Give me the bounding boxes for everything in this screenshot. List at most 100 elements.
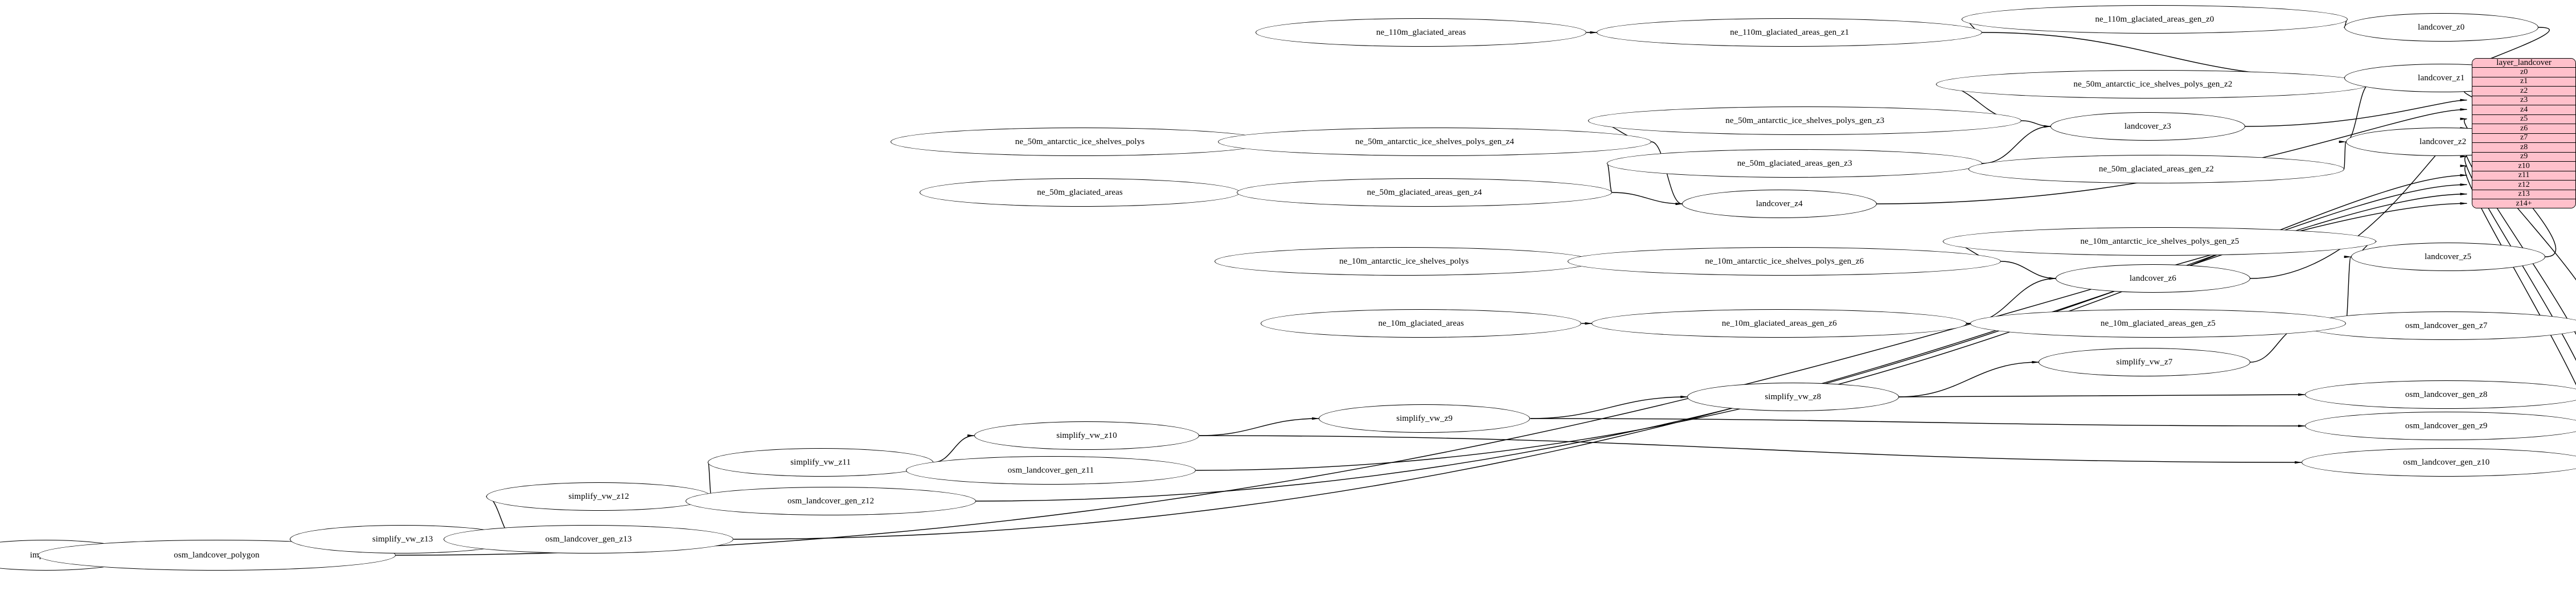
record-row-z12[interactable]: z12 — [2472, 181, 2575, 190]
node-label: ne_50m_glaciated_areas_gen_z2 — [2098, 164, 2214, 174]
node-simplify-vw-z12[interactable]: simplify_vw_z12 — [486, 482, 712, 511]
node-ne-10m-antarctic-ice-shelves-polys-gen-z5[interactable]: ne_10m_antarctic_ice_shelves_polys_gen_z… — [1943, 227, 2377, 256]
node-ne-10m-antarctic-ice-shelves-polys[interactable]: ne_10m_antarctic_ice_shelves_polys — [1215, 247, 1594, 276]
edge-ne_50m_antarctic_ice_shelves_polys_gen_z3-to-landcover_z3 — [2021, 121, 2053, 129]
edge-landcover_z3-to-layer_landcover.z3 — [2245, 97, 2469, 126]
record-row-z8[interactable]: z8 — [2472, 143, 2575, 153]
record-row-z2[interactable]: z2 — [2472, 87, 2575, 96]
node-simplify-vw-z8[interactable]: simplify_vw_z8 — [1687, 383, 1899, 411]
node-label: simplify_vw_z9 — [1396, 413, 1453, 423]
node-label: landcover_z0 — [2418, 22, 2465, 32]
node-ne-10m-antarctic-ice-shelves-polys-gen-z6[interactable]: ne_10m_antarctic_ice_shelves_polys_gen_z… — [1568, 247, 2001, 276]
node-label: simplify_vw_z8 — [1765, 392, 1822, 401]
node-landcover-z4[interactable]: landcover_z4 — [1682, 190, 1877, 218]
node-osm-landcover-gen-z12[interactable]: osm_landcover_gen_z12 — [686, 487, 976, 515]
node-label: landcover_z3 — [2124, 121, 2171, 131]
record-row-z13[interactable]: z13 — [2472, 190, 2575, 199]
edge-simplify_vw_z8-to-osm_landcover_gen_z8 — [1899, 392, 2307, 397]
node-label: osm_landcover_gen_z9 — [2405, 421, 2488, 430]
record-header: layer_landcover — [2472, 59, 2575, 68]
node-ne-10m-glaciated-areas[interactable]: ne_10m_glaciated_areas — [1261, 309, 1582, 338]
node-landcover-z0[interactable]: landcover_z0 — [2344, 13, 2539, 42]
record-row-z14plus[interactable]: z14+ — [2472, 199, 2575, 208]
node-label: landcover_z1 — [2418, 73, 2465, 83]
node-simplify-vw-z11[interactable]: simplify_vw_z11 — [708, 448, 933, 477]
node-ne-110m-glaciated-areas-gen-z1[interactable]: ne_110m_glaciated_areas_gen_z1 — [1597, 18, 1983, 47]
node-ne-50m-antarctic-ice-shelves-polys-gen-z2[interactable]: ne_50m_antarctic_ice_shelves_polys_gen_z… — [1936, 70, 2370, 99]
edge-ne_10m_glaciated_areas_gen_z5-to-landcover_z5 — [2335, 254, 2353, 323]
node-label: ne_50m_glaciated_areas_gen_z4 — [1367, 187, 1482, 197]
node-label: ne_10m_antarctic_ice_shelves_polys_gen_z… — [2080, 236, 2239, 246]
node-label: simplify_vw_z7 — [2116, 357, 2173, 367]
node-simplify-vw-z9[interactable]: simplify_vw_z9 — [1318, 404, 1531, 433]
node-landcover-z5[interactable]: landcover_z5 — [2351, 243, 2546, 271]
node-label: ne_50m_antarctic_ice_shelves_polys_gen_z… — [2073, 79, 2233, 89]
node-ne-50m-glaciated-areas-gen-z3[interactable]: ne_50m_glaciated_areas_gen_z3 — [1607, 149, 1983, 178]
node-landcover-z6[interactable]: landcover_z6 — [2056, 264, 2250, 293]
node-ne-50m-glaciated-areas-gen-z4[interactable]: ne_50m_glaciated_areas_gen_z4 — [1237, 178, 1613, 207]
node-ne-50m-antarctic-ice-shelves-polys-gen-z4[interactable]: ne_50m_antarctic_ice_shelves_polys_gen_z… — [1218, 128, 1652, 156]
node-label: ne_10m_glaciated_areas_gen_z6 — [1721, 318, 1837, 328]
edge-simplify_vw_z10-to-simplify_vw_z9 — [1199, 416, 1320, 436]
node-label: ne_110m_glaciated_areas_gen_z1 — [1730, 27, 1849, 37]
node-label: landcover_z5 — [2425, 252, 2472, 261]
edge-simplify_vw_z9-to-osm_landcover_gen_z9 — [1530, 419, 2307, 429]
node-ne-110m-glaciated-areas[interactable]: ne_110m_glaciated_areas — [1256, 18, 1587, 47]
node-label: simplify_vw_z13 — [372, 534, 433, 544]
node-simplify-vw-z7[interactable]: simplify_vw_z7 — [2038, 348, 2250, 376]
record-row-z7[interactable]: z7 — [2472, 133, 2575, 143]
node-label: ne_50m_antarctic_ice_shelves_polys_gen_z… — [1725, 116, 1885, 125]
node-label: osm_landcover_polygon — [174, 550, 260, 560]
node-osm-landcover-gen-z9[interactable]: osm_landcover_gen_z9 — [2304, 412, 2576, 440]
node-label: simplify_vw_z10 — [1056, 430, 1117, 440]
edge-simplify_vw_z8-to-simplify_vw_z7 — [1899, 359, 2041, 397]
node-label: ne_50m_antarctic_ice_shelves_polys_gen_z… — [1355, 137, 1515, 146]
node-ne-10m-glaciated-areas-gen-z5[interactable]: ne_10m_glaciated_areas_gen_z5 — [1970, 309, 2346, 338]
node-label: ne_10m_antarctic_ice_shelves_polys_gen_z… — [1705, 256, 1864, 266]
node-label: ne_50m_antarctic_ice_shelves_polys — [1015, 137, 1145, 146]
node-label: simplify_vw_z11 — [790, 457, 851, 467]
record-row-z6[interactable]: z6 — [2472, 124, 2575, 134]
record-row-z5[interactable]: z5 — [2472, 114, 2575, 124]
node-label: osm_landcover_gen_z8 — [2405, 389, 2488, 399]
node-label: osm_landcover_gen_z7 — [2405, 321, 2488, 330]
record-row-z10[interactable]: z10 — [2472, 162, 2575, 171]
record-row-z0[interactable]: z0 — [2472, 68, 2575, 77]
record-row-z4[interactable]: z4 — [2472, 105, 2575, 115]
node-osm-landcover-gen-z8[interactable]: osm_landcover_gen_z8 — [2304, 380, 2576, 409]
node-ne-110m-glaciated-areas-gen-z0[interactable]: ne_110m_glaciated_areas_gen_z0 — [1962, 5, 2348, 34]
edge-simplify_vw_z9-to-simplify_vw_z8 — [1530, 394, 1689, 419]
node-label: ne_10m_glaciated_areas — [1378, 318, 1464, 328]
node-simplify-vw-z10[interactable]: simplify_vw_z10 — [974, 421, 1200, 450]
node-osm-landcover-gen-z13[interactable]: osm_landcover_gen_z13 — [443, 525, 734, 553]
node-label: landcover_z4 — [1755, 199, 1803, 208]
node-label: ne_10m_glaciated_areas_gen_z5 — [2100, 318, 2216, 328]
node-landcover-z3[interactable]: landcover_z3 — [2050, 112, 2245, 141]
edge-ne_10m_antarctic_ice_shelves_polys_gen_z6-to-landcover_z6 — [2001, 261, 2058, 281]
node-label: simplify_vw_z12 — [568, 491, 629, 501]
edge-ne_50m_glaciated_areas_gen_z4-to-ne_50m_glaciated_areas_gen_z3 — [1605, 161, 1623, 192]
node-osm-landcover-gen-z11[interactable]: osm_landcover_gen_z11 — [905, 456, 1196, 485]
node-osm-landcover-gen-z10[interactable]: osm_landcover_gen_z10 — [2301, 448, 2576, 477]
node-ne-50m-glaciated-areas-gen-z2[interactable]: ne_50m_glaciated_areas_gen_z2 — [1968, 155, 2344, 183]
node-ne-50m-glaciated-areas[interactable]: ne_50m_glaciated_areas — [919, 178, 1241, 207]
edge-simplify_vw_z12-to-simplify_vw_z11 — [706, 460, 724, 497]
node-label: landcover_z6 — [2129, 273, 2176, 283]
node-ne-50m-antarctic-ice-shelves-polys[interactable]: ne_50m_antarctic_ice_shelves_polys — [890, 128, 1270, 156]
record-row-z3[interactable]: z3 — [2472, 96, 2575, 105]
node-label: osm_landcover_gen_z12 — [787, 496, 875, 506]
node-label: ne_10m_antarctic_ice_shelves_polys — [1339, 256, 1469, 266]
node-ne-50m-antarctic-ice-shelves-polys-gen-z3[interactable]: ne_50m_antarctic_ice_shelves_polys_gen_z… — [1588, 106, 2022, 135]
node-label: osm_landcover_gen_z13 — [545, 534, 632, 544]
node-label: osm_landcover_gen_z11 — [1007, 465, 1094, 475]
node-label: ne_110m_glaciated_areas_gen_z0 — [2095, 14, 2214, 24]
node-ne-10m-glaciated-areas-gen-z6[interactable]: ne_10m_glaciated_areas_gen_z6 — [1591, 309, 1967, 338]
edge-ne_50m_glaciated_areas_gen_z2-to-landcover_z2 — [2329, 140, 2348, 169]
record-row-z9[interactable]: z9 — [2472, 152, 2575, 162]
node-label: ne_110m_glaciated_areas — [1376, 27, 1466, 37]
record-row-z11[interactable]: z11 — [2472, 171, 2575, 181]
record-row-z1[interactable]: z1 — [2472, 77, 2575, 87]
node-osm-landcover-gen-z7[interactable]: osm_landcover_gen_z7 — [2304, 311, 2576, 340]
